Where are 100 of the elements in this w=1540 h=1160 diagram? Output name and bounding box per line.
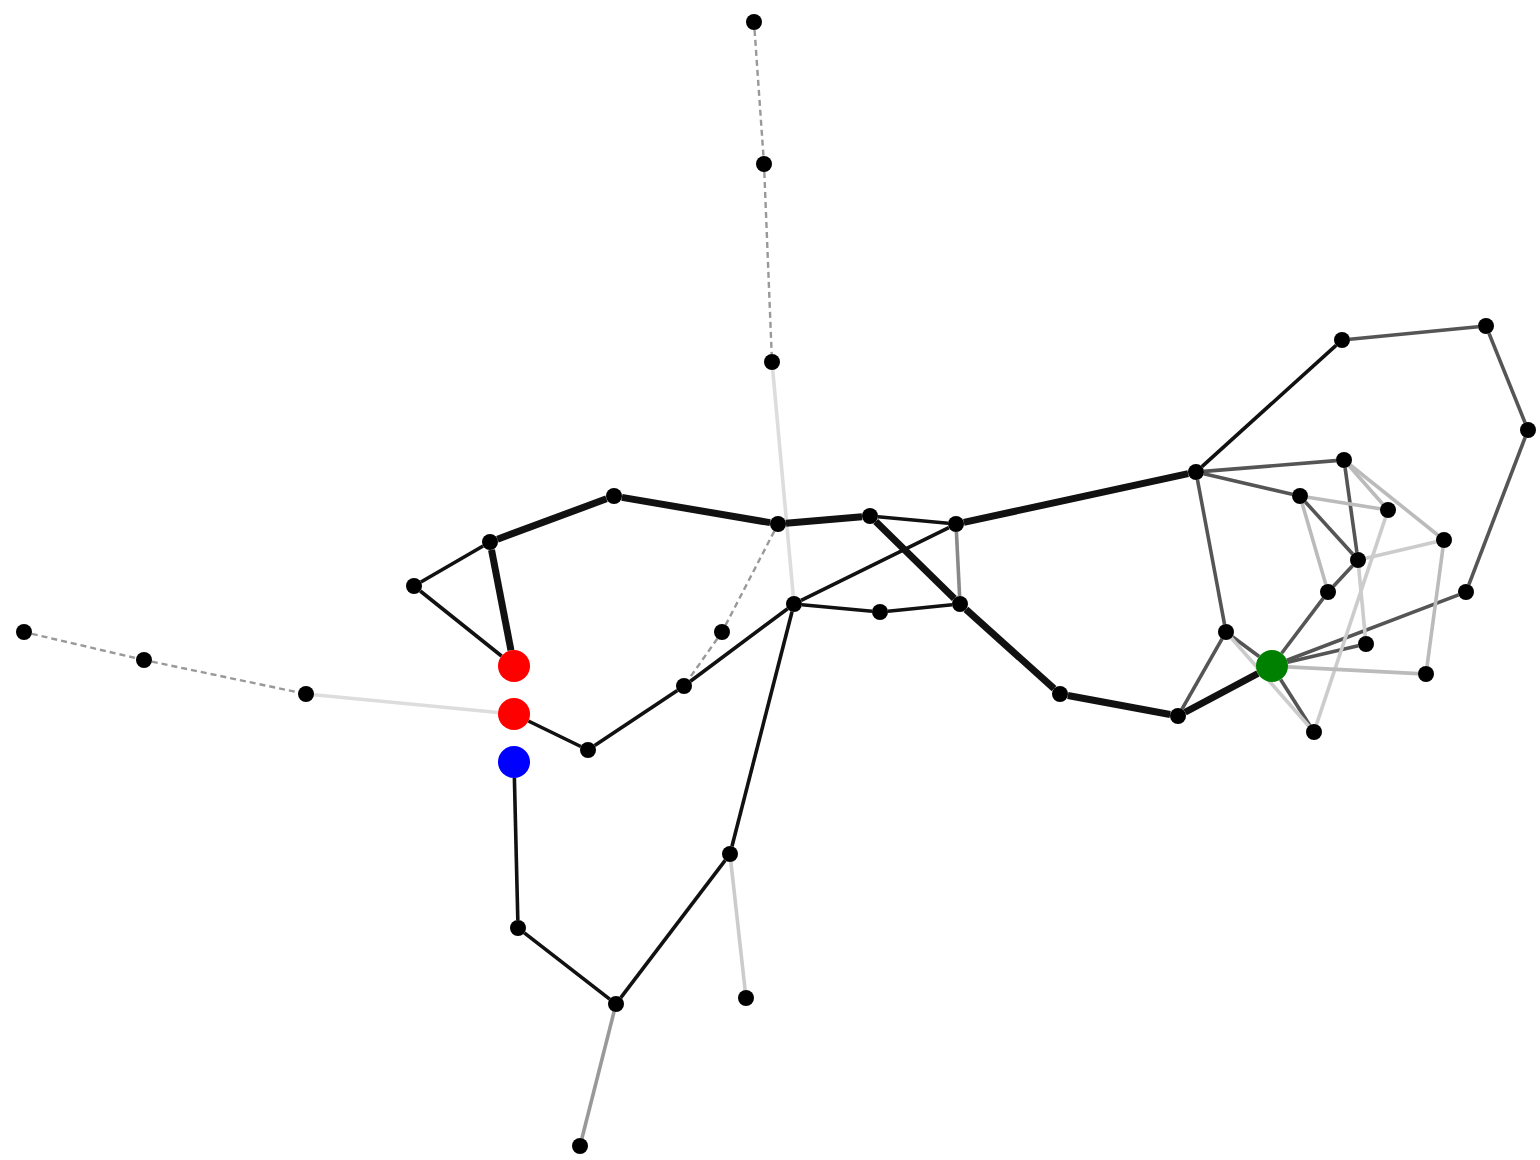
edge-line bbox=[1349, 463, 1439, 537]
graph-node bbox=[580, 742, 596, 758]
graph-node bbox=[764, 354, 780, 370]
edge-line bbox=[1332, 564, 1354, 588]
edge-line bbox=[729, 861, 747, 991]
graph-node bbox=[746, 14, 762, 30]
edge-line bbox=[887, 603, 953, 613]
edge-line bbox=[1286, 593, 1460, 662]
edge-line bbox=[1304, 500, 1354, 556]
edge-line bbox=[753, 29, 765, 157]
graph-node bbox=[1350, 552, 1366, 568]
edge-line bbox=[1349, 324, 1479, 342]
edge-line bbox=[1203, 458, 1337, 474]
graph-node bbox=[1170, 708, 1186, 724]
edge-line bbox=[523, 931, 611, 1001]
graph-node bbox=[1218, 624, 1234, 640]
edge-line bbox=[763, 171, 773, 355]
edge-line bbox=[419, 589, 503, 658]
edge-line bbox=[512, 777, 520, 921]
graph-node bbox=[482, 534, 498, 550]
graph-node bbox=[1336, 452, 1352, 468]
graph-node bbox=[1320, 584, 1336, 600]
highlighted-node bbox=[498, 650, 530, 682]
edge-line bbox=[1425, 547, 1445, 667]
graph-node bbox=[786, 596, 802, 612]
edge-line bbox=[1356, 567, 1368, 637]
graph-node bbox=[606, 488, 622, 504]
graph-node bbox=[136, 652, 152, 668]
edge-line bbox=[593, 688, 679, 748]
graph-node bbox=[1436, 532, 1452, 548]
graph-node bbox=[608, 996, 624, 1012]
graph-node bbox=[510, 920, 526, 936]
edge-line bbox=[873, 519, 957, 601]
edge-line bbox=[1343, 467, 1359, 553]
edge-line bbox=[313, 692, 499, 715]
edge-line bbox=[1467, 436, 1527, 586]
edge-line bbox=[963, 606, 1057, 692]
edge-line bbox=[420, 544, 484, 584]
edge-line bbox=[1229, 636, 1311, 728]
edge-line bbox=[1183, 670, 1260, 716]
edge-line bbox=[1279, 678, 1312, 727]
graph-node bbox=[1052, 686, 1068, 702]
edge-line bbox=[527, 719, 582, 749]
graph-node bbox=[1380, 502, 1396, 518]
edge-line bbox=[580, 1011, 616, 1139]
edge-line bbox=[1195, 479, 1227, 625]
edge-line bbox=[1287, 644, 1359, 665]
edge-line bbox=[1365, 540, 1437, 560]
edge-line bbox=[1314, 517, 1388, 725]
graph-node bbox=[1478, 318, 1494, 334]
graph-node bbox=[1520, 422, 1536, 438]
graph-node bbox=[722, 846, 738, 862]
edge-line bbox=[1487, 332, 1527, 424]
edge-line bbox=[785, 513, 863, 527]
graph-node bbox=[298, 686, 314, 702]
graph-node bbox=[1292, 488, 1308, 504]
graph-node bbox=[862, 508, 878, 524]
edge-line bbox=[1287, 665, 1419, 676]
graph-node bbox=[1418, 666, 1434, 682]
graph-node bbox=[872, 604, 888, 620]
graph-node bbox=[770, 516, 786, 532]
graph-node bbox=[406, 578, 422, 594]
graph-node bbox=[1358, 636, 1374, 652]
edge-line bbox=[1231, 635, 1261, 658]
edge-line bbox=[151, 660, 299, 694]
highlighted-node bbox=[498, 698, 530, 730]
graph-node bbox=[1458, 584, 1474, 600]
edge-line bbox=[1180, 638, 1224, 710]
edge-line bbox=[488, 549, 515, 651]
edge-line bbox=[770, 369, 796, 597]
edge-line bbox=[1307, 495, 1381, 511]
edge-line bbox=[1200, 344, 1338, 468]
highlighted-node bbox=[498, 746, 530, 778]
edge-line bbox=[800, 525, 950, 603]
edge-line bbox=[877, 514, 949, 526]
edge-line bbox=[1300, 503, 1328, 585]
edge-line bbox=[619, 859, 727, 999]
edge-line bbox=[1067, 692, 1171, 718]
edge-line bbox=[689, 607, 789, 683]
edge-line bbox=[954, 531, 962, 597]
edge-line bbox=[1203, 472, 1293, 496]
graph-node bbox=[676, 678, 692, 694]
graph-node bbox=[1334, 332, 1350, 348]
edge-line bbox=[963, 470, 1189, 526]
edge-line bbox=[724, 530, 776, 626]
edge-line bbox=[31, 632, 137, 660]
graph-node bbox=[16, 624, 32, 640]
edge-line bbox=[1280, 597, 1325, 655]
edge-line bbox=[621, 493, 771, 527]
graph-node bbox=[714, 624, 730, 640]
edge-line bbox=[496, 495, 608, 543]
graph-node bbox=[756, 156, 772, 172]
edge-line bbox=[1347, 464, 1385, 506]
edge-line bbox=[687, 637, 719, 681]
graph-node bbox=[1188, 464, 1204, 480]
edge-line bbox=[801, 602, 873, 614]
graph-node bbox=[948, 516, 964, 532]
edge-line bbox=[730, 611, 794, 847]
graph-node bbox=[738, 990, 754, 1006]
graph-node bbox=[952, 596, 968, 612]
